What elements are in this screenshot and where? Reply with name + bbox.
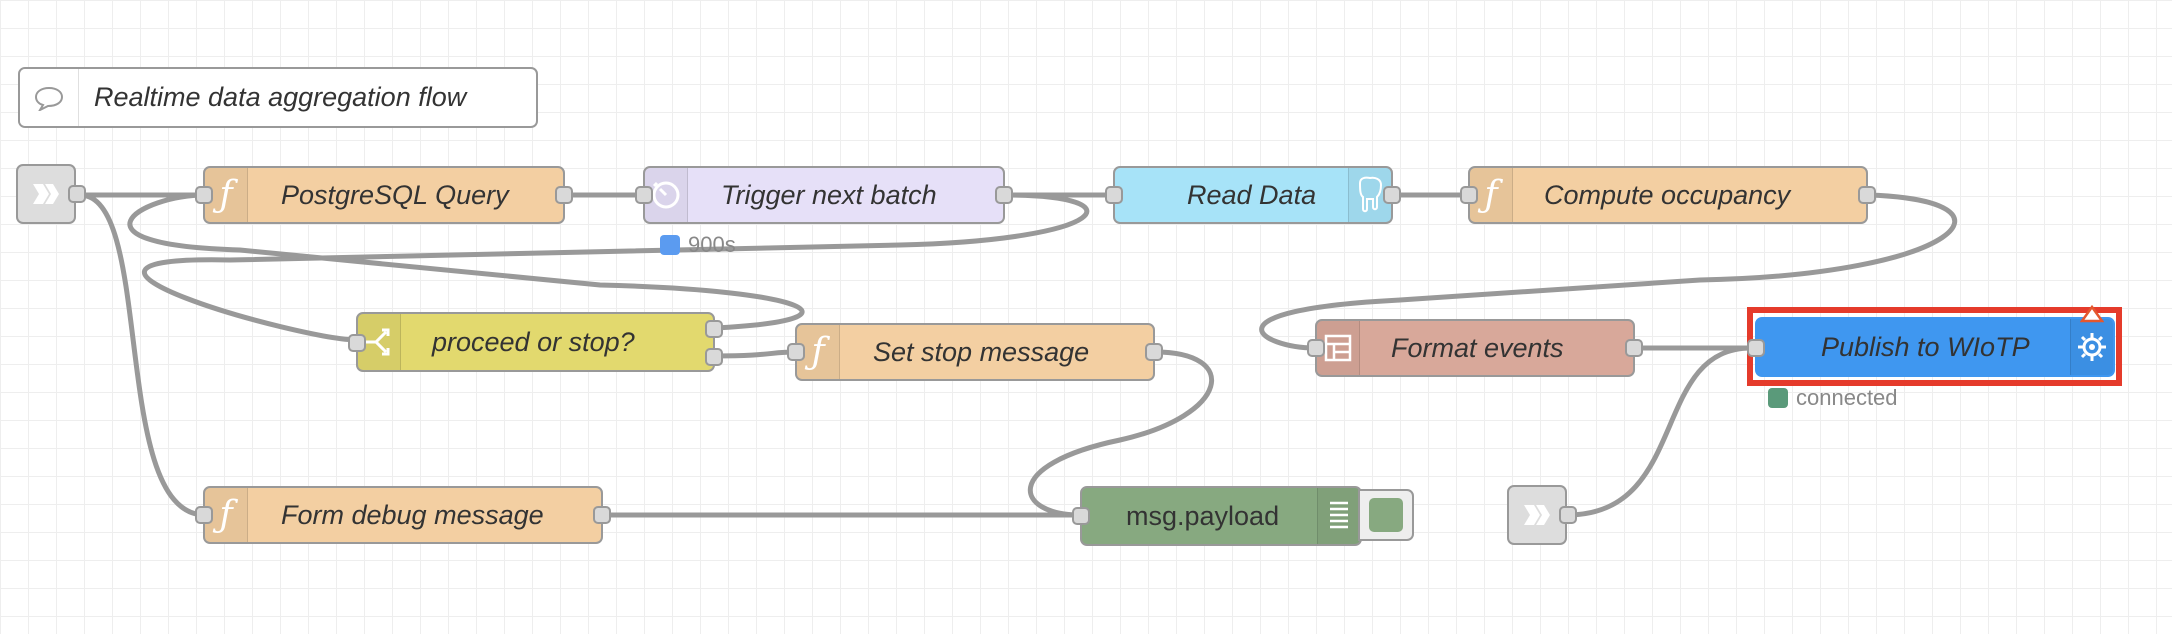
wire-link2-to-publish bbox=[1564, 345, 1754, 518]
input-port[interactable] bbox=[195, 506, 213, 524]
input-port[interactable] bbox=[635, 186, 653, 204]
function-node-compute-occupancy[interactable]: ƒ Compute occupancy bbox=[1460, 166, 1876, 224]
trigger-node-next-batch[interactable]: Trigger next batch bbox=[635, 166, 1013, 224]
output-port[interactable] bbox=[1145, 343, 1163, 361]
function-node-postgres-query[interactable]: ƒ PostgreSQL Query bbox=[195, 166, 573, 224]
switch-node-proceed-or-stop[interactable]: proceed or stop? bbox=[348, 312, 723, 372]
speech-bubble-icon bbox=[20, 69, 79, 126]
status-dot bbox=[660, 235, 680, 255]
status-dot bbox=[1768, 388, 1788, 408]
wire-link-to-form-debug bbox=[77, 192, 208, 518]
output-port[interactable] bbox=[1383, 186, 1401, 204]
link-in-node-2[interactable] bbox=[1507, 485, 1577, 545]
comment-node[interactable]: Realtime data aggregation flow bbox=[18, 67, 538, 128]
input-port[interactable] bbox=[348, 334, 366, 352]
node-label: PostgreSQL Query bbox=[281, 179, 509, 210]
postgres-node-read-data[interactable]: Read Data bbox=[1105, 166, 1401, 224]
node-label: Compute occupancy bbox=[1544, 179, 1791, 210]
node-label: proceed or stop? bbox=[432, 326, 635, 357]
template-node-format-events[interactable]: Format events bbox=[1307, 319, 1643, 377]
link-in-node[interactable] bbox=[16, 164, 86, 224]
node-label: Trigger next batch bbox=[721, 179, 937, 210]
iot-chip-icon bbox=[2070, 319, 2113, 375]
wire-switch-to-postgres bbox=[127, 192, 805, 331]
wire-setstop-to-debug bbox=[1028, 349, 1214, 518]
node-label: Set stop message bbox=[873, 336, 1090, 367]
output-port[interactable] bbox=[1559, 506, 1577, 524]
node-label: Form debug message bbox=[281, 499, 544, 530]
input-port[interactable] bbox=[195, 186, 213, 204]
wire-compute-to-format bbox=[1259, 192, 1958, 351]
debug-node-msg-payload[interactable]: msg.payload bbox=[1072, 486, 1362, 546]
debug-toggle-button[interactable] bbox=[1358, 489, 1414, 541]
status-text: connected bbox=[1796, 385, 1898, 410]
output-port[interactable] bbox=[555, 186, 573, 204]
input-port[interactable] bbox=[1307, 339, 1325, 357]
output-port[interactable] bbox=[1625, 339, 1643, 357]
function-node-set-stop-message[interactable]: ƒ Set stop message bbox=[787, 323, 1163, 381]
output-port-2[interactable] bbox=[705, 348, 723, 366]
input-port[interactable] bbox=[787, 343, 805, 361]
wiotp-node-publish[interactable]: Publish to WIoTP bbox=[1747, 317, 2115, 377]
input-port[interactable] bbox=[1460, 186, 1478, 204]
output-port[interactable] bbox=[1858, 186, 1876, 204]
link-in-icon bbox=[1509, 487, 1565, 543]
node-label: Format events bbox=[1391, 332, 1564, 363]
output-port[interactable] bbox=[68, 185, 86, 203]
status-text: 900s bbox=[688, 232, 736, 257]
trigger-status: 900s bbox=[660, 232, 736, 258]
input-port[interactable] bbox=[1105, 186, 1123, 204]
wire-switch-to-setstop bbox=[712, 349, 798, 359]
comment-text: Realtime data aggregation flow bbox=[94, 82, 467, 112]
debug-list-icon bbox=[1317, 488, 1360, 544]
node-label: Publish to WIoTP bbox=[1821, 331, 2030, 362]
wiotp-status: connected bbox=[1768, 385, 1898, 411]
timer-icon bbox=[645, 168, 688, 222]
wire-trigger-to-switch bbox=[142, 192, 1090, 343]
function-node-form-debug-message[interactable]: ƒ Form debug message bbox=[195, 486, 611, 544]
output-port[interactable] bbox=[995, 186, 1013, 204]
node-label: msg.payload bbox=[1126, 500, 1280, 531]
warning-triangle-icon bbox=[2080, 305, 2104, 323]
input-port[interactable] bbox=[1072, 507, 1090, 525]
node-label: Read Data bbox=[1187, 179, 1317, 210]
output-port[interactable] bbox=[593, 506, 611, 524]
debug-toggle-indicator bbox=[1369, 498, 1403, 532]
output-port-1[interactable] bbox=[705, 320, 723, 338]
input-port[interactable] bbox=[1747, 339, 1765, 357]
link-in-icon bbox=[18, 166, 74, 222]
